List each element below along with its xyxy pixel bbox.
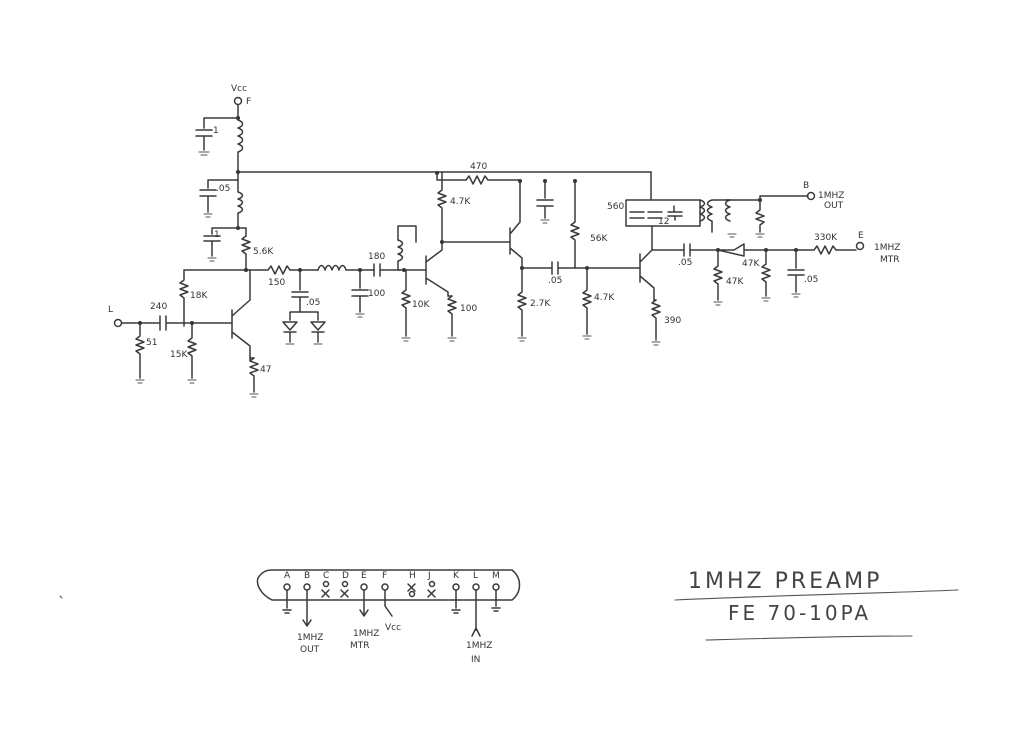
title-line1: 1MHZ PREAMP [688,569,882,594]
r-10k-label: 10K [412,300,430,310]
pin-j-label: J [427,571,431,581]
c-1b-label: 1 [214,230,220,240]
stage3: 2.7K .05 [441,179,641,342]
r-2-7k-label: 2.7K [530,299,551,309]
stage4: 56K 4.7K 390 560 12 B 1MHZ OUT [570,171,844,346]
c-560-label: 560 [607,202,624,212]
c-top-label: 1 [213,126,219,136]
c-180-label: 180 [368,252,385,262]
r-470-label: 470 [470,162,487,172]
meter-section: .05 47K 47K .05 330K E 1MHZ MTR [651,231,900,306]
pin-h-label: H [409,571,416,581]
pin-c-label: C [323,571,329,581]
out-label-1: 1MHZ [818,191,844,201]
node-e-label: E [858,231,864,241]
node-f-label: F [246,97,251,107]
r-51-label: 51 [146,338,157,348]
filter-section: 150 .05 180 100 [261,252,401,345]
connector-pins: A B C D E F H J K L M [284,571,500,581]
vcc-supply: Vcc F 1 [195,84,251,173]
r-470: 470 [436,162,521,185]
mtr-label-1: 1MHZ [874,243,900,253]
pin-d-label: D [342,571,349,581]
title-line2: FE 70-10PA [728,601,871,625]
node-b-label: B [803,181,809,191]
r-4-7k-b-label: 4.7K [594,293,615,303]
conn-b-label-2: OUT [300,645,320,655]
c-12-label: 12 [658,217,669,227]
conn-e-label-2: MTR [350,641,370,651]
connector: A B C D E F H J K L M [256,569,521,665]
c-100-label: 100 [368,289,385,299]
conn-e-label-1: 1MHZ [353,629,379,639]
r-150-label: 150 [268,278,285,288]
conn-l-label-1: 1MHZ [466,641,492,651]
pin-e-label: E [361,571,367,581]
title-block: 1MHZ PREAMP FE 70-10PA [674,569,959,641]
conn-l-label-2: IN [471,655,480,665]
stage2: 10K 4.7K 100 [397,172,477,342]
r-5-6k-label: 5.6K [253,247,274,257]
r-47k-b-label: 47K [742,259,760,269]
r-56k-label: 56K [590,234,608,244]
pin-m-label: M [492,571,500,581]
left-decoupling: .05 1 5.6K [199,171,274,271]
out-label-2: OUT [824,201,844,211]
conn-b-label-1: 1MHZ [297,633,323,643]
stage1: 18K L 240 51 15K 47 [108,268,271,398]
r-390-label: 390 [664,316,681,326]
c-05c-label: .05 [548,276,562,286]
pin-f-label: F [382,571,387,581]
r-47-label: 47 [260,365,271,375]
c-240-label: 240 [150,302,167,312]
mtr-label-2: MTR [880,255,900,265]
pin-b-label: B [304,571,310,581]
r-47k-a-label: 47K [726,277,744,287]
c-05d-label: .05 [678,258,692,268]
r-18k-label: 18K [190,291,208,301]
r-330k-label: 330K [814,233,838,243]
pin-l-label: L [473,571,478,581]
pin-a-label: A [284,571,291,581]
node-l-label: L [108,305,113,315]
vcc-label: Vcc [231,84,247,94]
c-05a-label: .05 [216,184,230,194]
pin-k-label: K [453,571,460,581]
r-15k-label: 15K [170,350,188,360]
c-05b-label: .05 [306,298,320,308]
r-4-7k-a-label: 4.7K [450,197,471,207]
r-100-label: 100 [460,304,477,314]
c-05e-label: .05 [804,275,818,285]
conn-f-label: Vcc [385,623,401,633]
stray-mark [59,595,63,599]
